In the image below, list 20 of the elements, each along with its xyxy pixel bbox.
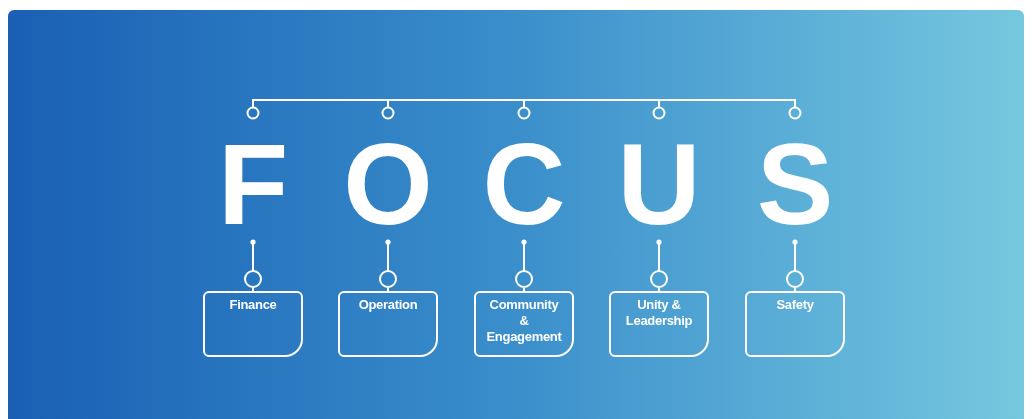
big-letter: U [617,127,701,242]
label-box [745,291,845,357]
connector [379,239,397,292]
connector [244,239,262,292]
label-box [609,291,709,357]
box-label: Safety [776,297,814,313]
big-letter: S [756,127,834,242]
label-box [203,291,303,357]
big-letter: C [482,127,566,242]
connector [786,239,804,292]
big-letter: O [343,127,433,242]
box-label: Finance [229,297,277,313]
big-letter: F [217,127,289,242]
label-box [474,291,574,357]
connector [515,239,533,292]
box-label: Unity & Leadership [625,297,693,329]
label-box [338,291,438,357]
box-label: Community & Engagement [486,297,562,345]
box-label: Operation [358,297,418,313]
connector [650,239,668,292]
